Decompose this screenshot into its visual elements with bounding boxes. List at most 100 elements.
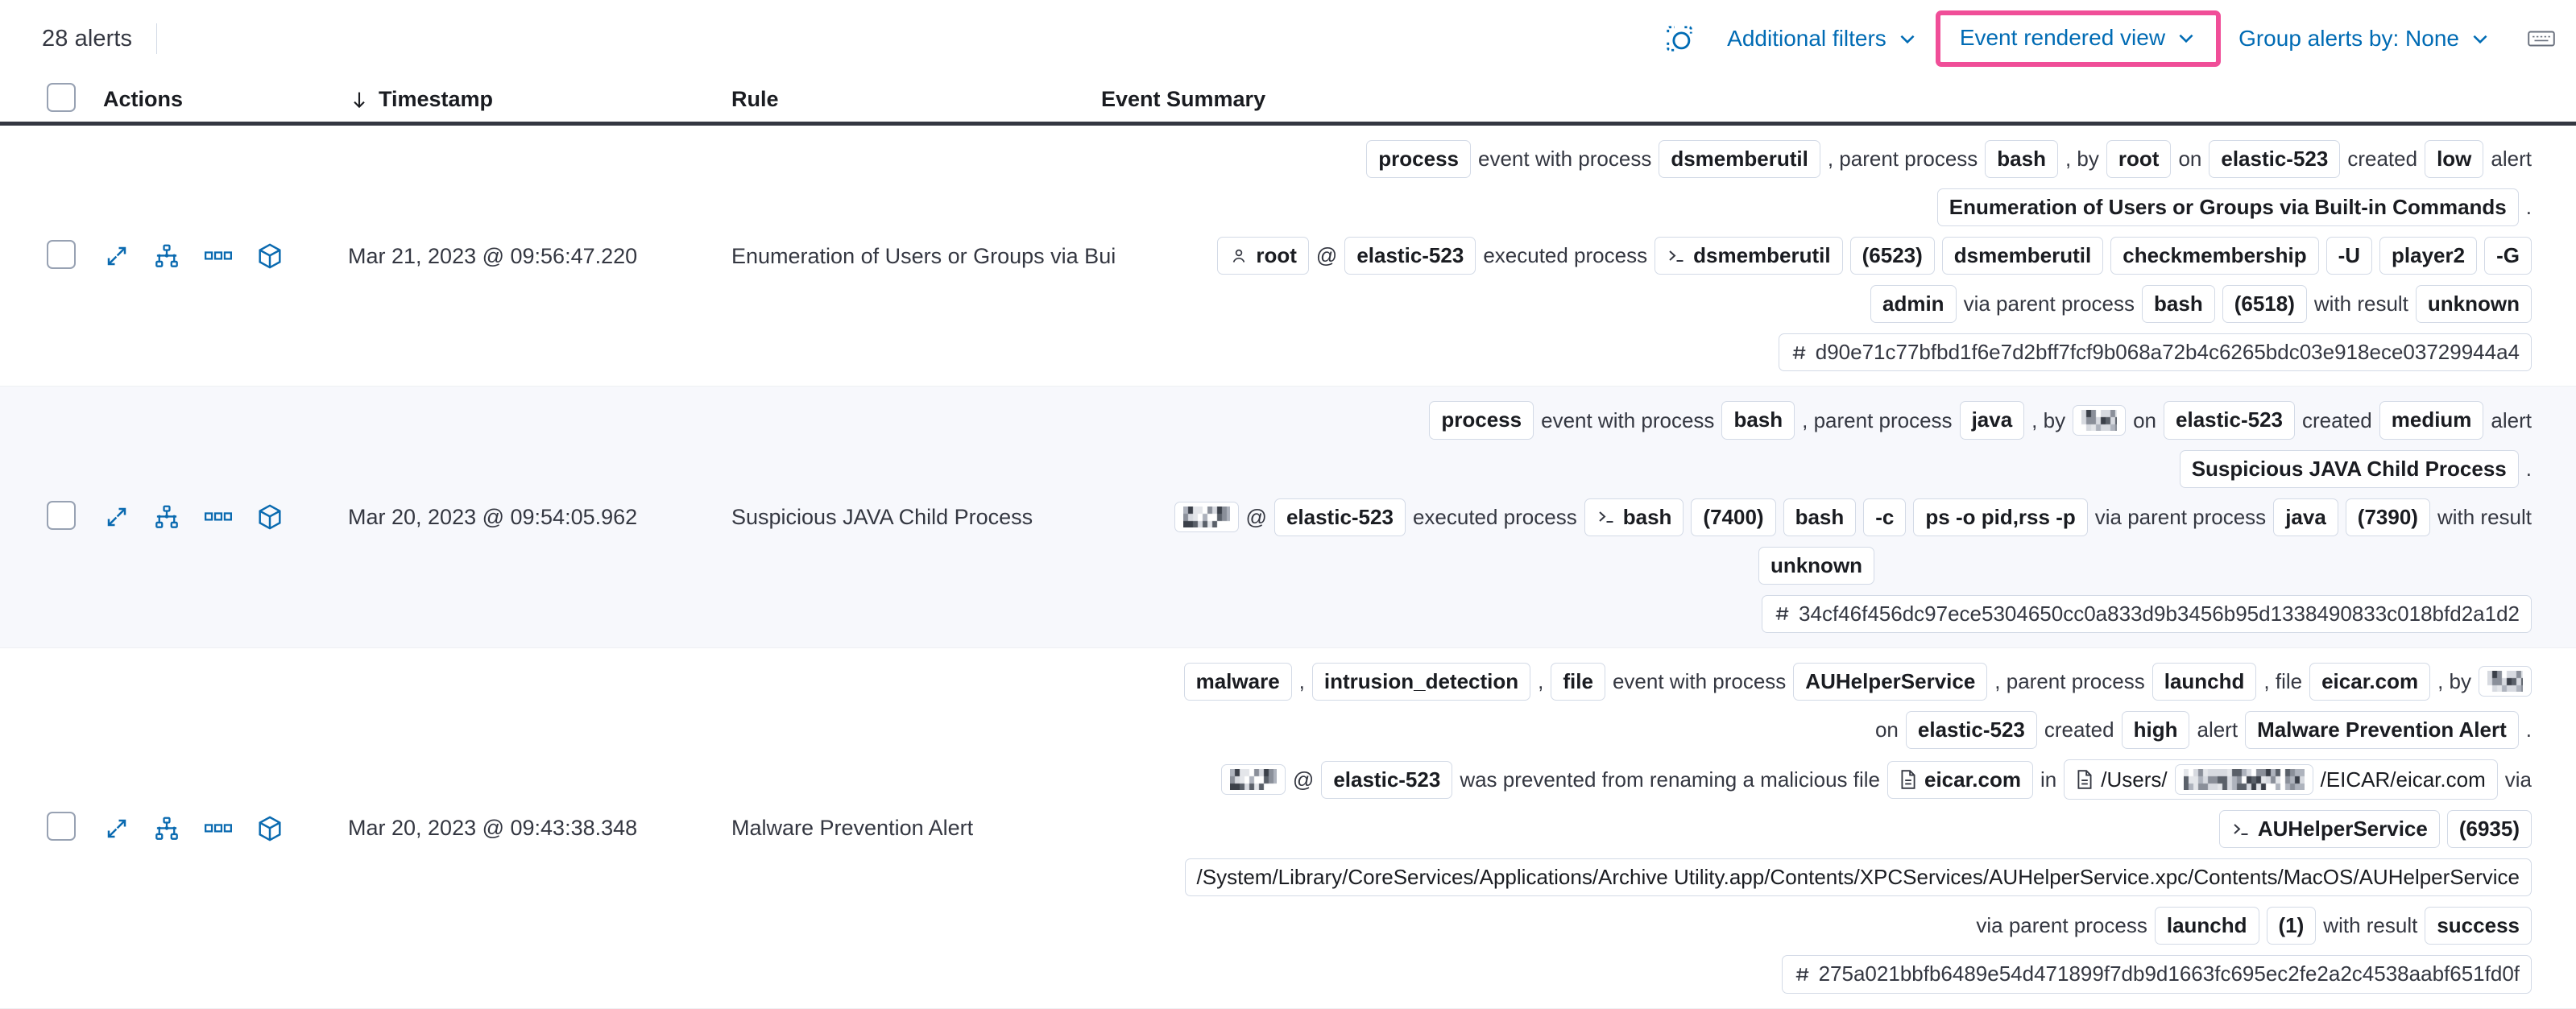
summary-pill[interactable]: root xyxy=(2106,140,2172,179)
column-header-timestamp[interactable]: Timestamp xyxy=(350,87,493,112)
summary-pill[interactable]: AUHelperService xyxy=(1793,662,1988,701)
summary-pill[interactable]: AUHelperService xyxy=(2218,810,2440,849)
summary-pill[interactable]: elastic-523 xyxy=(1274,498,1406,536)
console-icon xyxy=(1667,247,1686,265)
summary-pill[interactable]: -c xyxy=(1863,498,1907,536)
summary-pill[interactable]: dsmemberutil xyxy=(1941,237,2104,275)
summary-pill-label: elastic-523 xyxy=(1356,243,1464,268)
event-rendered-view-label: Event rendered view xyxy=(1959,25,2166,50)
summary-text: created xyxy=(2302,407,2372,432)
summary-pill[interactable]: dsmemberutil xyxy=(1655,237,1843,275)
summary-pill[interactable]: bash xyxy=(1783,498,1857,536)
more-actions-icon[interactable] xyxy=(205,250,232,262)
summary-pill[interactable]: unknown xyxy=(1758,546,1875,585)
summary-pill[interactable]: elastic-523 xyxy=(1905,711,2037,750)
summary-pill[interactable]: checkmembership xyxy=(2110,237,2319,275)
summary-pill[interactable]: 34cf46f456dc97ece5304650cc0a833d9b3456b9… xyxy=(1762,594,2532,633)
more-actions-icon[interactable] xyxy=(205,511,232,523)
summary-pill[interactable]: (6935) xyxy=(2446,810,2532,849)
summary-line: Enumeration of Users or Groups via Built… xyxy=(1101,188,2532,227)
summary-pill[interactable]: bash xyxy=(1721,401,1795,440)
summary-pill[interactable]: process xyxy=(1366,140,1472,179)
analyze-event-icon[interactable] xyxy=(155,244,179,268)
group-alerts-by-button[interactable]: Group alerts by: None xyxy=(2226,14,2504,64)
more-actions-icon[interactable] xyxy=(205,823,232,834)
summary-pill[interactable]: intrusion_detection xyxy=(1311,662,1531,701)
summary-pill[interactable]: ps -o pid,rss -p xyxy=(1913,498,2088,536)
summary-pill[interactable]: success xyxy=(2425,907,2532,945)
redacted-value xyxy=(2174,764,2313,796)
analyze-event-icon[interactable] xyxy=(155,505,179,529)
summary-pill[interactable]: d90e71c77bfbd1f6e7d2bff7fcf9b068a72b4c62… xyxy=(1778,333,2532,372)
summary-pill[interactable]: (6518) xyxy=(2222,285,2307,324)
expand-icon[interactable] xyxy=(105,817,129,841)
summary-pill[interactable]: root xyxy=(1217,237,1309,275)
summary-pill-label: success xyxy=(2437,913,2520,938)
summary-pill[interactable]: Enumeration of Users or Groups via Built… xyxy=(1936,188,2519,227)
summary-pill[interactable]: (6523) xyxy=(1849,237,1935,275)
summary-text: via parent process xyxy=(2094,504,2267,529)
session-view-icon[interactable] xyxy=(258,816,282,842)
session-view-icon[interactable] xyxy=(258,504,282,531)
row-select-checkbox[interactable] xyxy=(47,812,76,845)
summary-pill[interactable]: elastic-523 xyxy=(2164,401,2295,440)
summary-pill[interactable]: launchd xyxy=(2154,907,2259,945)
summary-pill[interactable]: medium xyxy=(2379,401,2484,440)
summary-pill[interactable]: eicar.com xyxy=(1887,760,2033,799)
summary-pill-label: -G xyxy=(2496,243,2520,268)
summary-pill[interactable]: bash xyxy=(2142,285,2215,324)
summary-pill[interactable]: high xyxy=(2121,711,2190,750)
summary-pill[interactable]: launchd xyxy=(2151,662,2257,701)
summary-pill-label: AUHelperService xyxy=(1805,668,1976,693)
summary-pill-label: Malware Prevention Alert xyxy=(2257,717,2507,742)
summary-pill[interactable]: eicar.com xyxy=(2309,662,2431,701)
summary-pill-label: java xyxy=(2285,504,2326,529)
summary-pill[interactable]: elastic-523 xyxy=(1321,760,1453,799)
summary-pill[interactable]: admin xyxy=(1870,285,1957,324)
summary-pill[interactable]: elastic-523 xyxy=(2209,140,2341,179)
expand-icon[interactable] xyxy=(105,244,129,268)
inspect-icon[interactable] xyxy=(1656,15,1703,62)
summary-pill-label: -c xyxy=(1875,504,1895,529)
summary-pill-label: 275a021bbfb6489e54d471899f7db9d1663fc695… xyxy=(1818,961,2520,986)
summary-pill[interactable]: low xyxy=(2425,140,2484,179)
summary-pill[interactable]: java xyxy=(1959,401,2025,440)
row-select-checkbox[interactable] xyxy=(47,239,76,273)
alerts-table-page: 28 alerts Additional filters Even xyxy=(0,10,2576,1009)
summary-pill[interactable]: -U xyxy=(2325,237,2373,275)
summary-pill[interactable]: file xyxy=(1551,662,1605,701)
summary-pill[interactable]: (7400) xyxy=(1691,498,1776,536)
summary-pill[interactable]: -G xyxy=(2484,237,2532,275)
summary-text: on xyxy=(1874,717,1899,742)
row-select-checkbox[interactable] xyxy=(47,500,76,534)
summary-pill[interactable]: /System/Library/CoreServices/Application… xyxy=(1184,858,2532,897)
session-view-icon[interactable] xyxy=(258,243,282,269)
summary-pill[interactable]: malware xyxy=(1183,662,1292,701)
summary-pill[interactable]: elastic-523 xyxy=(1344,237,1476,275)
summary-pill[interactable]: (1) xyxy=(2266,907,2317,945)
summary-pill-label: -U xyxy=(2338,243,2361,268)
select-all-checkbox[interactable] xyxy=(47,83,76,116)
summary-pill[interactable]: player2 xyxy=(2379,237,2478,275)
analyze-event-icon[interactable] xyxy=(155,817,179,841)
summary-pill[interactable]: bash xyxy=(1584,498,1684,536)
summary-pill[interactable]: 275a021bbfb6489e54d471899f7db9d1663fc695… xyxy=(1781,955,2532,994)
summary-pill[interactable]: bash xyxy=(1985,140,2058,179)
summary-pill[interactable]: Malware Prevention Alert xyxy=(2245,711,2519,750)
summary-pill[interactable]: Suspicious JAVA Child Process xyxy=(2179,449,2519,488)
summary-pill[interactable]: java xyxy=(2273,498,2338,536)
summary-pill[interactable]: process xyxy=(1429,401,1534,440)
summary-pill[interactable]: unknown xyxy=(2415,285,2532,324)
expand-icon[interactable] xyxy=(105,505,129,529)
keyboard-shortcut-icon[interactable] xyxy=(2528,28,2555,49)
console-icon xyxy=(1597,508,1616,526)
summary-pill-label: bash xyxy=(1795,504,1845,529)
additional-filters-button[interactable]: Additional filters xyxy=(1714,14,1931,64)
event-rendered-view-button[interactable]: Event rendered view xyxy=(1947,13,2209,63)
summary-pill[interactable]: dsmemberutil xyxy=(1659,140,1820,179)
file-path-pill[interactable]: /Users//EICAR/eicar.com xyxy=(2064,759,2498,800)
summary-pill[interactable]: (7390) xyxy=(2345,498,2430,536)
